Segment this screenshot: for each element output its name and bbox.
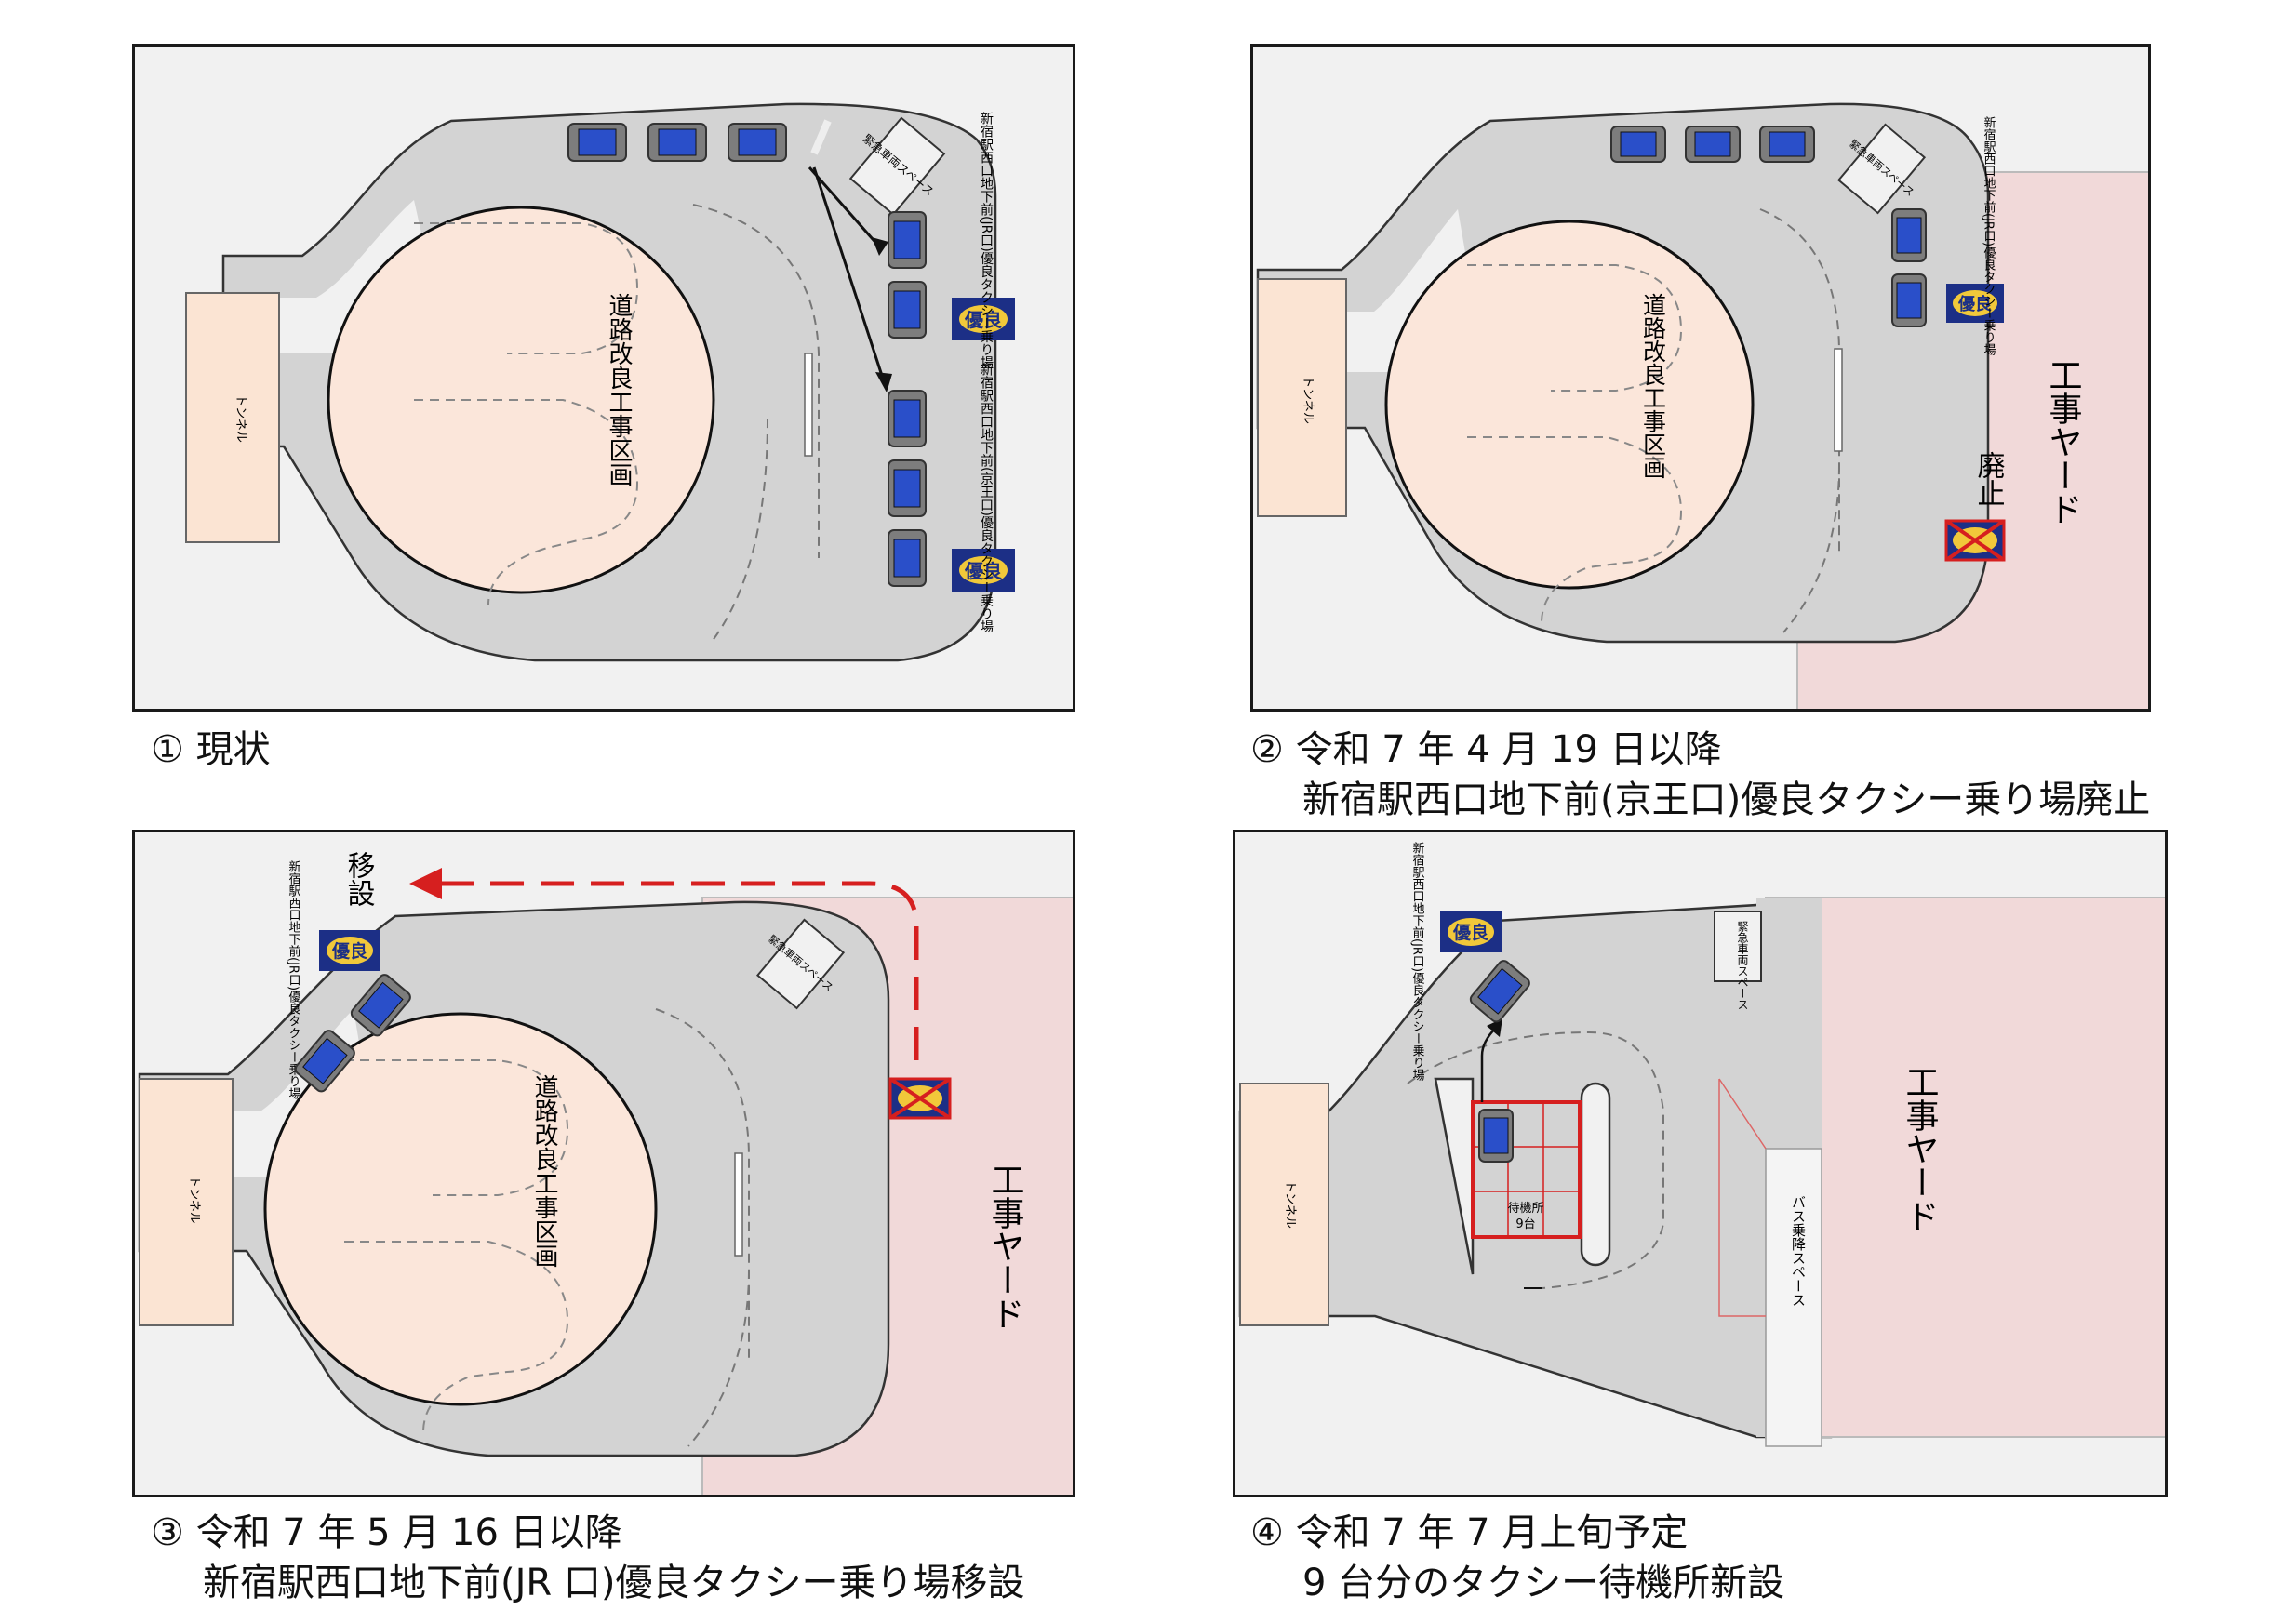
yuryo-badge-relocated: 優良 <box>319 930 380 971</box>
yuryo-badge-jr-label: 優良 <box>1957 294 1992 314</box>
yuryo-badge-jr-label: 優良 <box>964 309 1002 331</box>
tunnel-block <box>1239 1083 1329 1326</box>
circulation-dashes <box>1407 1031 1664 1289</box>
bus-space <box>1765 1148 1822 1447</box>
work-area-dashes <box>414 222 639 605</box>
construction-yard-label: 工事ヤード <box>1901 1065 1939 1232</box>
taxi-column-keio <box>888 390 927 587</box>
tunnel-label: トンネル <box>234 394 247 443</box>
taxi-column-jr <box>888 211 927 339</box>
abolished-badge <box>1944 519 2006 562</box>
panel-current-diagram: トンネル 緊急車両スペース 優良 <box>185 102 1015 662</box>
tunnel-label: トンネル <box>1283 1180 1297 1229</box>
jr-stand-label: 新宿駅西口地下前(JR口)優良タクシー乗り場 <box>1410 841 1425 1081</box>
tunnel-label: トンネル <box>187 1176 201 1224</box>
keio-stand-label: 新宿駅西口地下前(京王口)優良タクシー乗り場 <box>979 363 994 633</box>
jr-stand-label: 新宿駅西口地下前(JR口)優良タクシー乗り場 <box>287 859 301 1099</box>
taxi-row-top <box>567 123 787 162</box>
work-area-label: 道路改良工事区画 <box>1640 293 1667 479</box>
emergency-vehicle-space <box>1714 911 1762 982</box>
arrow-1 <box>808 166 881 247</box>
median-island <box>1580 1082 1611 1267</box>
caption-p1: ① 現状 <box>151 728 271 771</box>
lane-dashes <box>692 204 820 643</box>
tunnel-block <box>139 1078 234 1326</box>
tunnel-label: トンネル <box>1301 376 1315 424</box>
work-area-label: 道路改良工事区画 <box>530 1074 558 1268</box>
caption-p4-line1: ④ 令和 7 年 7 月上旬予定 <box>1250 1511 1689 1554</box>
emergency-vehicle-space: 緊急車両スペース <box>848 116 946 216</box>
yuryo-badge-jr-label: 優良 <box>1452 922 1488 943</box>
panel-may: トンネル 緊急車両スペース 移設 優良 新宿駅西口地下前(JR口)優良タクシー乗… <box>132 830 1075 1497</box>
yuryo-badge-jr: 優良 <box>952 298 1015 340</box>
caption-p4-line2: 9 台分のタクシー待機所新設 <box>1302 1562 1785 1604</box>
emergency-vehicle-space: 緊急車両スペース <box>1836 123 1927 215</box>
waiting-area-label-2: 9台 <box>1515 1217 1535 1231</box>
caption-p2-line2: 新宿駅西口地下前(京王口)優良タクシー乗り場廃止 <box>1302 778 2151 821</box>
construction-yard <box>1765 897 2165 1438</box>
caption-p3-line1: ③ 令和 7 年 5 月 16 日以降 <box>151 1511 622 1554</box>
taxi-column-jr <box>1891 208 1927 327</box>
taxi-in-waiting-area <box>1478 1109 1514 1163</box>
abolished-badge <box>888 1077 952 1120</box>
road-work-area-circle <box>327 206 715 594</box>
tunnel-block <box>1257 278 1347 517</box>
arrow-2 <box>812 166 886 382</box>
emergency-space-label: 緊急車両スペース <box>1736 921 1749 1010</box>
yuryo-badge-keio: 優良 <box>952 549 1015 592</box>
taxi-column-relocated <box>294 974 411 1093</box>
panel-may-diagram: トンネル 緊急車両スペース 移設 優良 新宿駅西口地下前(JR口)優良タクシー乗… <box>138 851 1073 1495</box>
yuryo-badge-jr: 優良 <box>1946 284 2004 323</box>
bus-approach-red <box>1718 1078 1767 1317</box>
abolished-label: 廃止 <box>1972 451 2006 507</box>
panel-current: トンネル 緊急車両スペース 優良 <box>132 44 1075 712</box>
road-work-area-circle <box>263 1012 658 1406</box>
work-area-label: 道路改良工事区画 <box>605 293 633 486</box>
yuryo-badge-relocated-label: 優良 <box>331 940 367 962</box>
panel-july-diagram: バス乗降スペース 緊急車両スペース トンネル 待機所 9台 優 <box>1238 841 2165 1447</box>
panel-april: トンネル 緊急車両スペース 優良 新宿駅西口地下前(JR口)優良タクシー乗り場 … <box>1250 44 2151 712</box>
taxi-exiting <box>1469 960 1530 1023</box>
construction-yard-label: 工事ヤード <box>2044 358 2082 525</box>
road-work-area-circle <box>1384 220 1755 590</box>
relocated-label: 移設 <box>342 851 376 907</box>
median-strip <box>804 353 813 457</box>
taxi-row-top <box>1610 126 1815 163</box>
relocation-arrow <box>442 881 919 1060</box>
bus-space-label: バス乗降スペース <box>1790 1195 1807 1307</box>
yuryo-badge-jr: 優良 <box>1440 911 1502 952</box>
yuryo-badge-keio-label: 優良 <box>964 560 1002 582</box>
emergency-vehicle-space: 緊急車両スペース <box>755 918 846 1010</box>
jr-stand-label: 新宿駅西口地下前(JR口)優良タクシー乗り場 <box>979 112 994 369</box>
caption-p2-line1: ② 令和 7 年 4 月 19 日以降 <box>1250 728 1722 771</box>
tunnel-block <box>185 292 280 543</box>
panel-april-diagram: トンネル 緊急車両スペース 優良 新宿駅西口地下前(JR口)優良タクシー乗り場 … <box>1256 102 2148 709</box>
waiting-area-label-1: 待機所 <box>1507 1202 1543 1216</box>
caption-p3-line2: 新宿駅西口地下前(JR 口)優良タクシー乗り場移設 <box>203 1562 1025 1604</box>
panel-july: バス乗降スペース 緊急車両スペース トンネル 待機所 9台 優 <box>1233 830 2168 1497</box>
jr-stand-label: 新宿駅西口地下前(JR口)優良タクシー乗り場 <box>1982 115 1996 355</box>
construction-yard-label: 工事ヤード <box>986 1163 1024 1330</box>
